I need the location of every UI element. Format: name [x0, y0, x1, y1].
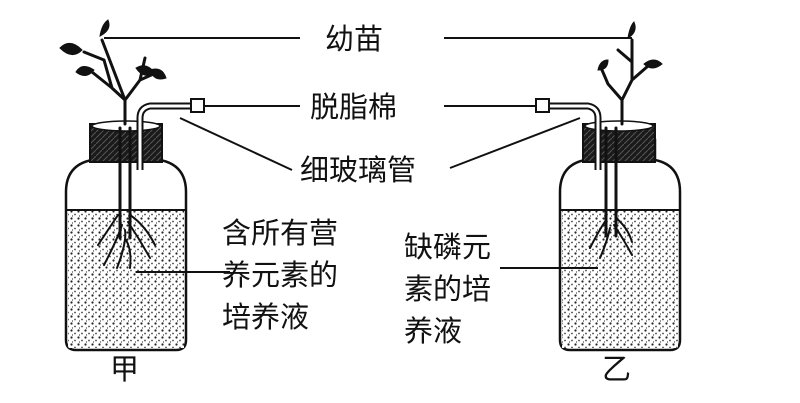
culture-solution-b	[562, 210, 678, 348]
cotton-plug-a	[190, 98, 205, 113]
complete-solution-line-3: 培养液	[222, 300, 310, 334]
deficient-solution-line-1: 缺磷元	[404, 230, 492, 264]
leader-lines	[104, 37, 632, 273]
deficient-solution-line-2: 素的培	[404, 272, 492, 306]
complete-solution-line-2: 养元素的	[222, 258, 339, 292]
deficient-solution-label: 缺磷元 素的培 养液	[404, 226, 491, 352]
cotton-label: 脱脂棉	[310, 90, 398, 124]
bottle-b-label: 乙	[602, 352, 632, 386]
deficient-solution-line-3: 养液	[404, 314, 463, 348]
cotton-plug-b	[535, 98, 550, 113]
seedling-label: 幼苗	[325, 22, 384, 56]
complete-solution-line-1: 含所有营	[222, 216, 339, 250]
tube-label: 细玻璃管	[300, 153, 417, 187]
seedling-b	[589, 21, 663, 259]
glass-tube-a	[136, 98, 205, 170]
seedling-a	[59, 19, 167, 269]
bottle-b	[558, 120, 682, 352]
complete-solution-label: 含所有营 养元素的 培养液	[222, 212, 338, 338]
bottle-a-label: 甲	[110, 352, 140, 386]
